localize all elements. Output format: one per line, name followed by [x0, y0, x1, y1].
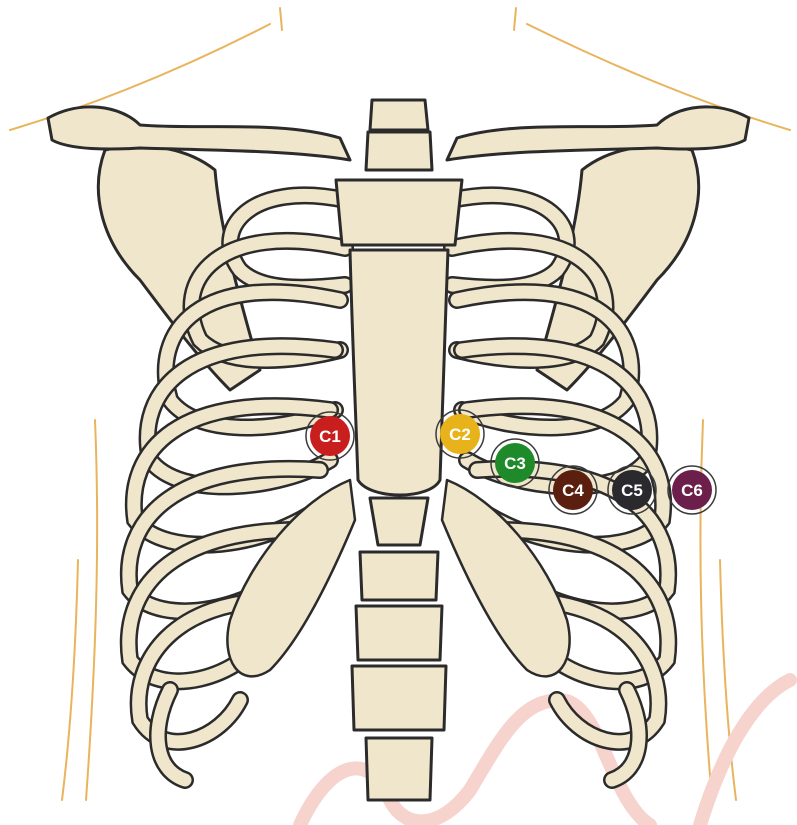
electrode-c3: C3 — [491, 439, 539, 487]
electrode-label: C6 — [681, 481, 703, 500]
electrode-label: C2 — [449, 425, 471, 444]
electrode-label: C1 — [319, 427, 341, 446]
electrode-label: C3 — [504, 454, 526, 473]
electrode-label: C4 — [562, 481, 584, 500]
electrode-c6: C6 — [668, 466, 716, 514]
electrode-c5: C5 — [608, 466, 656, 514]
electrode-label: C5 — [621, 481, 643, 500]
electrode-c2: C2 — [436, 410, 484, 458]
electrode-c4: C4 — [549, 466, 597, 514]
electrode-c1: C1 — [306, 412, 354, 460]
